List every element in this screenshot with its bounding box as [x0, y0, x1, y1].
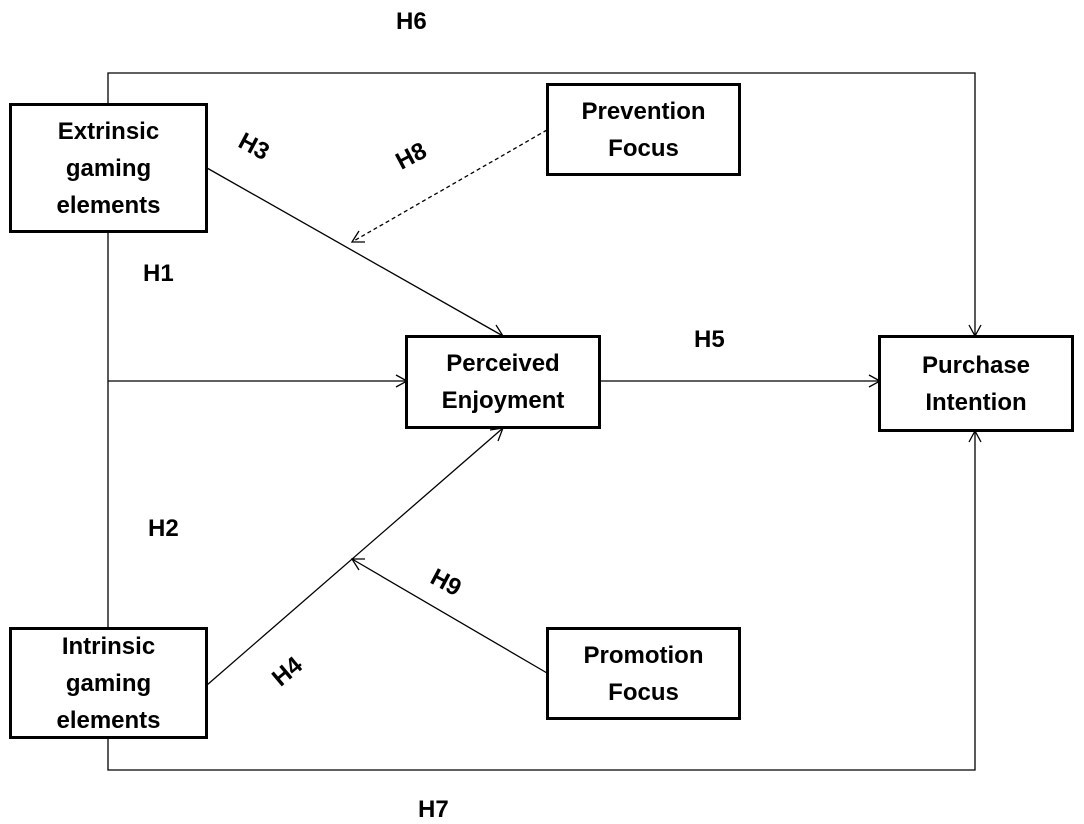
h1-label: H1 — [143, 260, 174, 287]
h7-label: H7 — [418, 796, 449, 823]
promotion-focus-label: Promotion Focus — [583, 641, 704, 706]
extrinsic-gaming-elements-label: Extrinsic gaming elements — [56, 117, 161, 219]
perceived-enjoyment-box: Perceived Enjoyment — [405, 335, 601, 429]
h9-arrowhead — [350, 558, 365, 571]
prevention-focus-label: Prevention Focus — [581, 97, 706, 162]
h4-path — [206, 427, 504, 686]
h7-path — [107, 432, 976, 771]
h6-path — [107, 72, 976, 335]
h2-label: H2 — [148, 515, 179, 542]
purchase-intention-label: Purchase Intention — [921, 351, 1031, 416]
purchase-intention-box: Purchase Intention — [878, 335, 1074, 432]
intrinsic-gaming-elements-label: Intrinsic gaming elements — [56, 632, 161, 734]
extrinsic-gaming-elements-box: Extrinsic gaming elements — [9, 103, 208, 233]
perceived-enjoyment-label: Perceived Enjoyment — [441, 350, 565, 414]
intrinsic-gaming-elements-box: Intrinsic gaming elements — [9, 627, 208, 739]
h8-path — [351, 129, 548, 243]
promotion-focus-box: Promotion Focus — [546, 627, 741, 720]
h9-path — [351, 558, 548, 674]
h5-label: H5 — [694, 326, 725, 353]
prevention-focus-box: Prevention Focus — [546, 83, 741, 176]
h8-arrowhead — [350, 230, 365, 243]
h3-path — [206, 167, 504, 337]
h6-label: H6 — [396, 8, 427, 35]
